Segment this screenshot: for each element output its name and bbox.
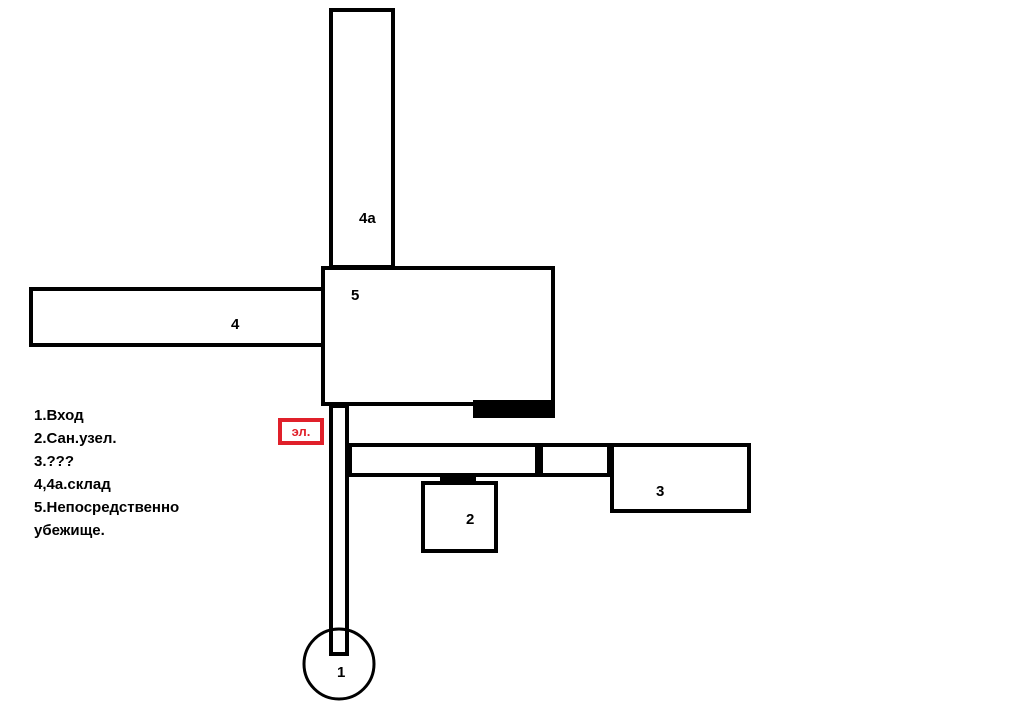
room-2 <box>421 481 498 553</box>
entrance-circle <box>302 627 376 701</box>
room-2-connector <box>440 475 476 484</box>
room-2-label: 2 <box>466 511 474 528</box>
room-5 <box>321 266 555 406</box>
corridor-east-1 <box>348 443 539 477</box>
corridor-east-2 <box>539 443 611 477</box>
room-4a-label: 4а <box>359 210 376 227</box>
legend: 1.Вход 2.Сан.узел. 3.??? 4,4а.склад 5.Не… <box>34 404 179 542</box>
electric-label: эл. <box>278 418 324 445</box>
legend-item: 5.Непосредственно <box>34 499 180 516</box>
room-3 <box>610 443 751 513</box>
legend-item: 4,4а.склад <box>34 476 111 493</box>
legend-item: 3.??? <box>34 453 74 470</box>
room-3-label: 3 <box>656 483 664 500</box>
room-4a <box>329 8 395 269</box>
room-5-label: 5 <box>351 287 359 304</box>
room-1-label: 1 <box>337 664 345 681</box>
room-4 <box>29 287 325 347</box>
legend-item: убежище. <box>34 522 105 539</box>
room-4-label: 4 <box>231 316 240 333</box>
legend-item: 1.Вход <box>34 407 84 424</box>
entrance-corridor <box>329 404 349 656</box>
wall-block <box>473 400 555 418</box>
legend-item: 2.Сан.узел. <box>34 430 117 447</box>
